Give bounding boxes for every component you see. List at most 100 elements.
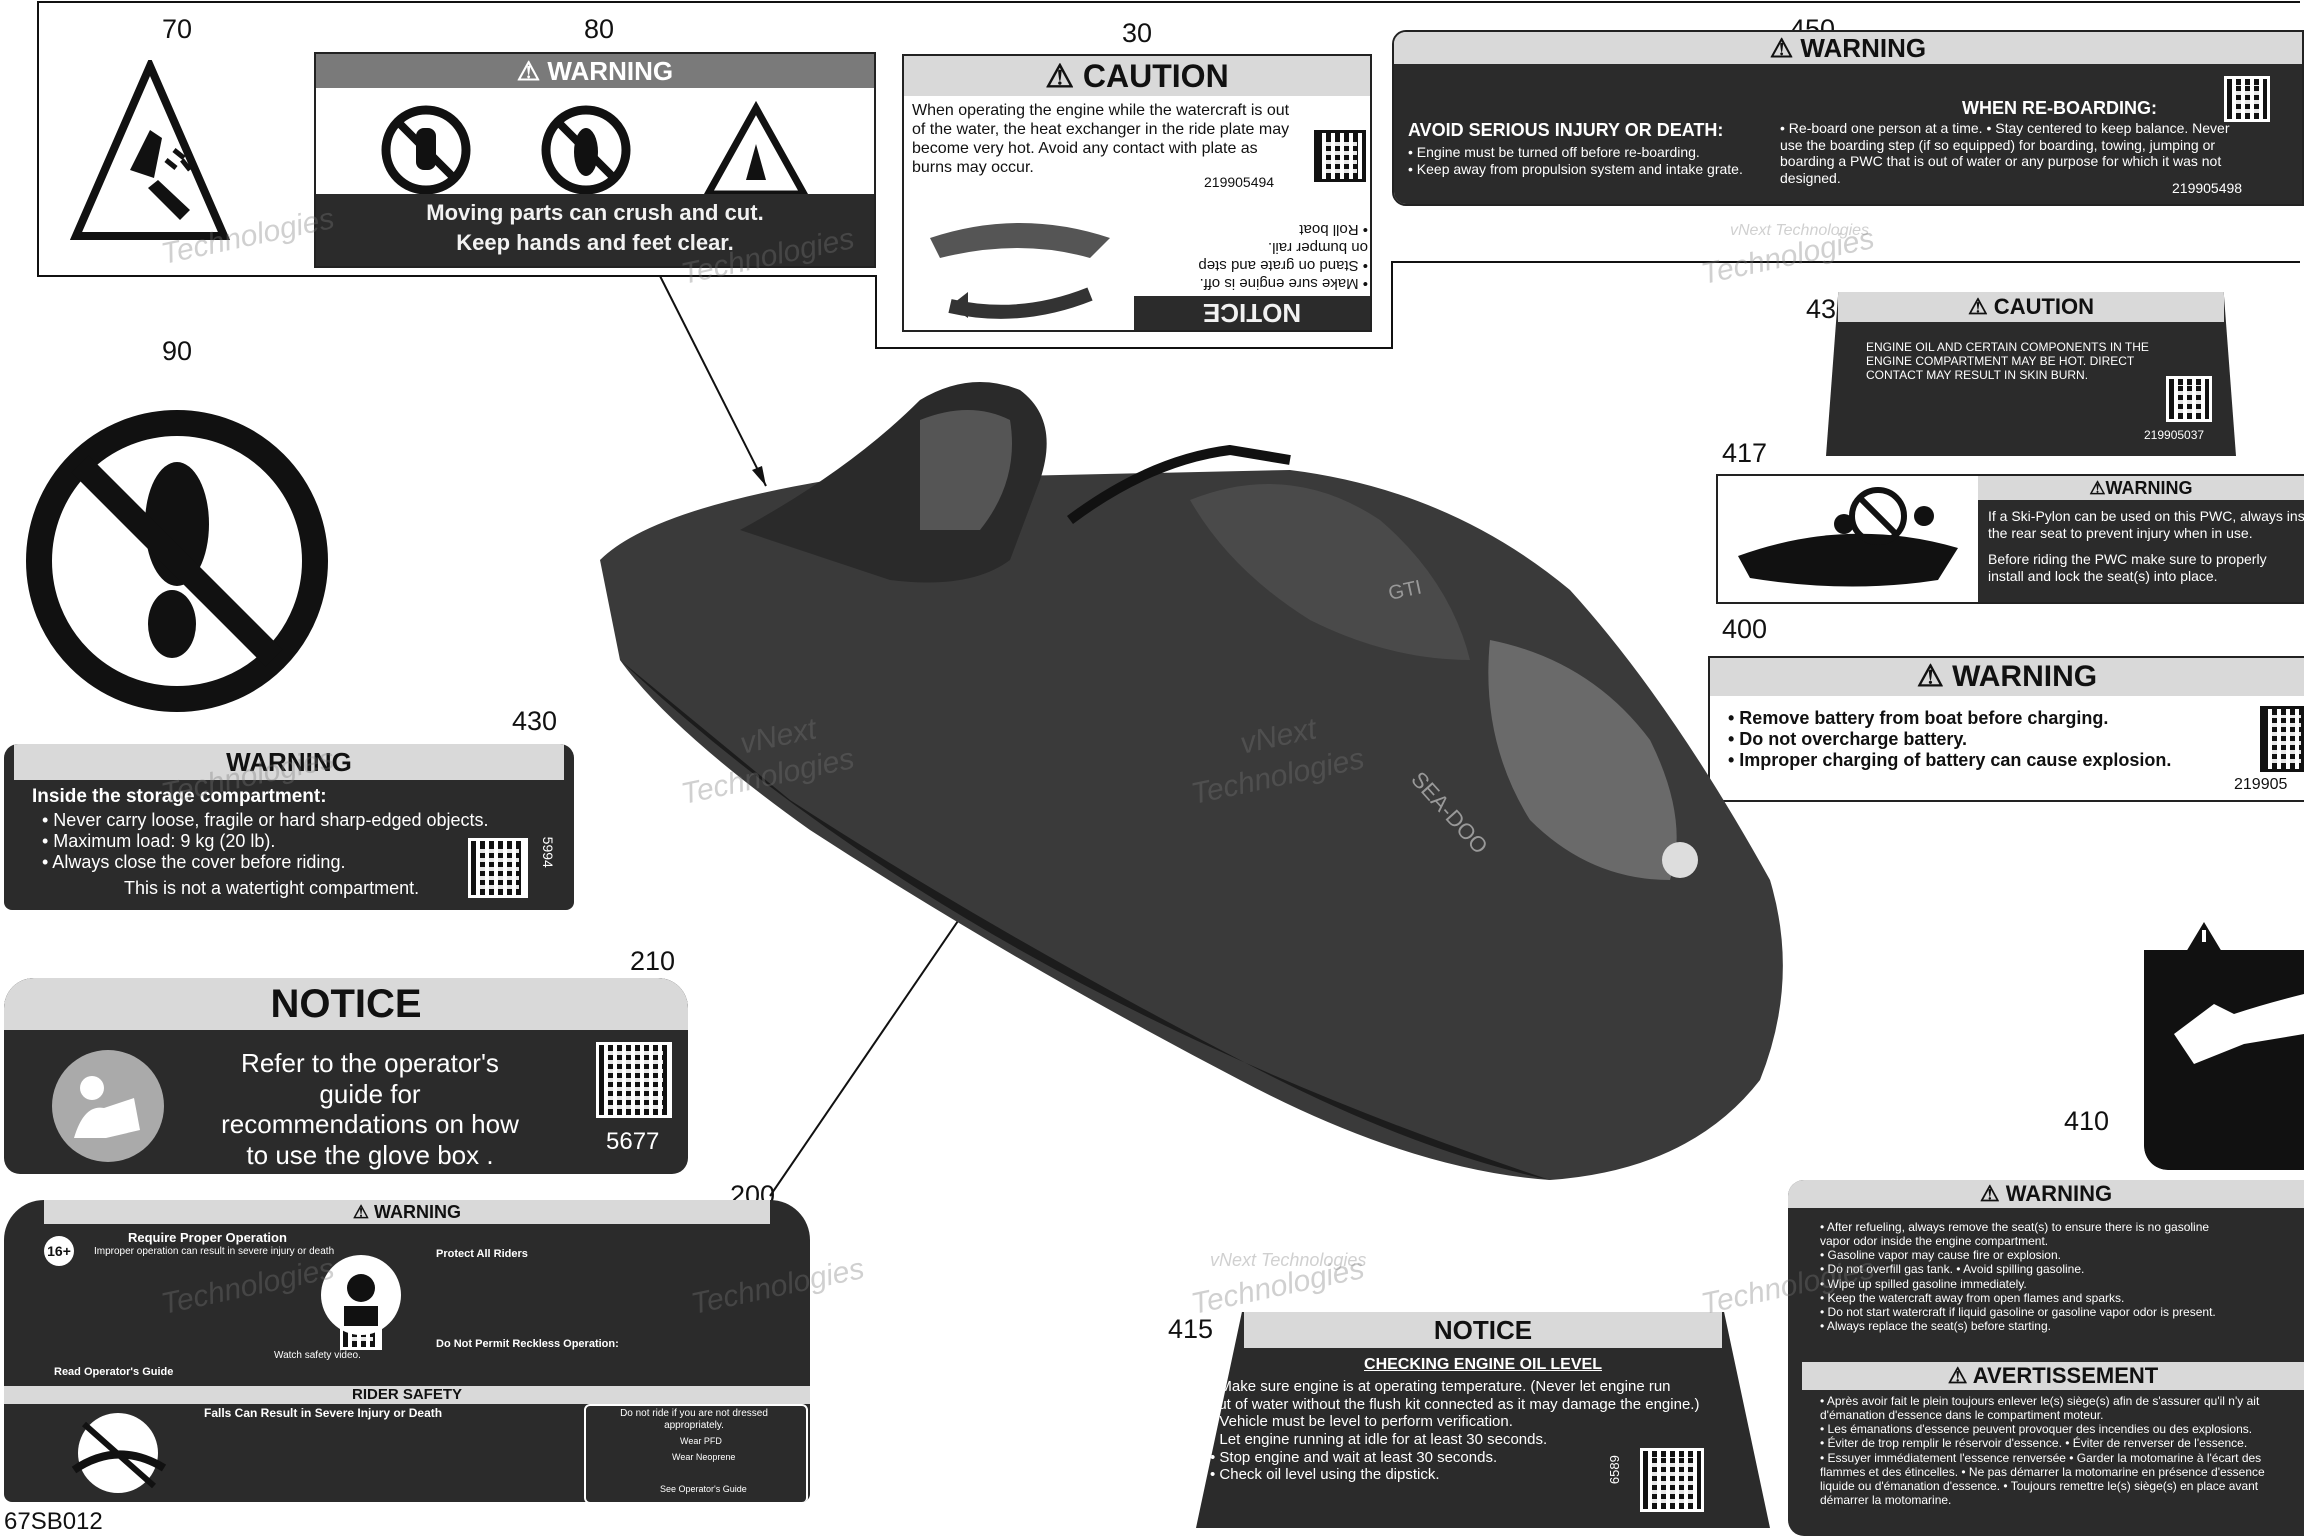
label-210-header: NOTICE: [4, 978, 688, 1030]
label-417-header: ⚠WARNING: [1978, 476, 2304, 500]
label-200-mid-title: Do Not Permit Reckless Operation:: [436, 1338, 619, 1350]
label-200-guide: Read Operator's Guide: [54, 1366, 174, 1378]
label-415-line-5: • Check oil level using the dipstick.: [1210, 1466, 1440, 1484]
label-415-part-number: 6589: [1606, 1455, 1622, 1485]
label-415-line-2: • Vehicle must be level to perform verif…: [1210, 1413, 1513, 1431]
label-410-fr-line-2: • Les émanations d'essence peuvent provo…: [1820, 1422, 2253, 1437]
label-400-qr-code: [2260, 706, 2304, 772]
label-417-ski-pylon-warning: ⚠WARNING If a Ski-Pylon can be used on t…: [1716, 474, 2304, 604]
label-410-refueling-warning: ⚠ WARNING • After refueling, always remo…: [1788, 1180, 2304, 1536]
label-450-left-line-0: • Engine must be turned off before re-bo…: [1408, 144, 1700, 160]
label-30-notice-line-1: • Stand on grate and step: [1198, 257, 1368, 274]
label-400-header: ⚠ WARNING: [1710, 658, 2304, 696]
label-430-line-2: • Always close the cover before riding.: [42, 852, 346, 873]
label-30-part-number: 219905494: [1204, 174, 1275, 190]
label-200-age-badge: 16+: [44, 1236, 74, 1266]
label-430-header: WARNING: [14, 744, 564, 780]
label-80-moving-parts-warning: ⚠ WARNING Moving parts can crush and cut…: [314, 52, 876, 268]
roll-boat-illustration: [930, 223, 1110, 319]
label-200-rider-safety-warning: ⚠ WARNING 16+ Require Proper Operation I…: [4, 1200, 810, 1502]
label-410-en-line-6: • Do not start watercraft if liquid gaso…: [1820, 1304, 2216, 1319]
label-410-en-line-0: • After refueling, always remove the sea…: [1820, 1220, 2210, 1234]
label-410-en-line-4: • Wipe up spilled gasoline immediately.: [1820, 1276, 2027, 1291]
label-30-body: When operating the engine while the wate…: [912, 102, 1290, 176]
label-30-notice-line-0: • Make sure engine is off.: [1199, 275, 1368, 292]
label-210-qr-code: [596, 1042, 672, 1118]
label-450-part-number: 219905498: [2172, 180, 2243, 196]
label-30-notice-line-2: on bumper rail.: [1267, 239, 1368, 256]
label-410-fr-line-7: démarrer la motomarine.: [1820, 1493, 1952, 1508]
label-435-qr-code: [2166, 376, 2212, 422]
label-410-en-line-1: vapor odor inside the engine compartment…: [1820, 1234, 2049, 1249]
label-450-header: ⚠ WARNING: [1394, 32, 2302, 64]
label-400-line-1: • Do not overcharge battery.: [1728, 729, 1968, 750]
warning-triangle-icon: [2186, 922, 2222, 952]
label-410-fr-line-4: • Essuyer immédiatement l'essence renver…: [1820, 1450, 2262, 1465]
label-210-glove-box-notice: NOTICE Refer to the operator's guide for…: [4, 978, 688, 1174]
label-200-band: RIDER SAFETY: [4, 1386, 810, 1404]
label-410-fr-line-5: flammes et des étincelles. • Ne pas déma…: [1820, 1464, 2265, 1479]
label-200-header: ⚠ WARNING: [44, 1200, 770, 1224]
label-400-line-2: • Improper charging of battery can cause…: [1728, 750, 2172, 771]
label-450-right-body: • Re-board one person at a time. • Stay …: [1780, 120, 2230, 186]
label-200-see-guide: See Operator's Guide: [660, 1484, 747, 1494]
fuel-nozzle-icon: [2174, 994, 2304, 1064]
label-210-part-number: 5677: [606, 1128, 660, 1155]
label-410-en-line-7: • Always replace the seat(s) before star…: [1820, 1319, 2051, 1334]
label-200-video: Watch safety video.: [274, 1350, 361, 1361]
label-450-left-line-1: • Keep away from propulsion system and i…: [1408, 160, 1743, 177]
label-210-body: Refer to the operator's guide for recomm…: [221, 1048, 519, 1171]
label-200-pfd: Wear PFD: [680, 1436, 722, 1446]
label-200-dress: Do not ride if you are not dressed appro…: [620, 1408, 768, 1431]
callout-430: 430: [512, 706, 558, 736]
label-400-part-number: 219905: [2234, 776, 2288, 793]
no-step-icon: [26, 410, 328, 712]
label-430-storage-warning: WARNING Inside the storage compartment: …: [4, 744, 574, 910]
callout-210: 210: [630, 946, 676, 976]
label-400-line-0: • Remove battery from boat before chargi…: [1728, 708, 2109, 728]
figure-id: 67SB012: [4, 1508, 103, 1535]
label-410-fr-line-6: liquide ou d'émanation d'essence. • Touj…: [1820, 1478, 2259, 1493]
label-400-battery-warning: ⚠ WARNING • Remove battery from boat bef…: [1708, 656, 2304, 802]
label-410-en-line-3: • Do not overfill gas tank. • Avoid spil…: [1820, 1262, 2085, 1277]
label-435-part-number: 219905037: [2144, 428, 2205, 442]
label-435-body: ENGINE OIL AND CERTAIN COMPONENTS IN THE…: [1866, 340, 2149, 383]
label-450-left-title: AVOID SERIOUS INJURY OR DEATH:: [1408, 120, 1724, 140]
label-30-notice-line-3: • Roll boat: [1299, 221, 1368, 238]
label-410-fuel-icon-panel: [2144, 914, 2304, 1170]
prohibition-icons: [381, 100, 810, 198]
label-415-line-1: out of water without the flush kit conne…: [1210, 1395, 1700, 1413]
label-415-subtitle: CHECKING ENGINE OIL LEVEL: [1364, 1356, 1602, 1373]
label-410-header-fr: ⚠ AVERTISSEMENT: [1802, 1362, 2304, 1390]
label-410-en-line-5: • Keep the watercraft away from open fla…: [1820, 1290, 2125, 1305]
label-200-left-sub: Improper operation can result in severe …: [94, 1246, 335, 1257]
label-415-header: NOTICE: [1244, 1312, 1722, 1348]
watercraft-illustration: SEA-DOO GTI: [600, 382, 1783, 1180]
label-200-falls: Falls Can Result in Severe Injury or Dea…: [204, 1406, 443, 1420]
label-80-header: ⚠ WARNING: [316, 54, 874, 88]
rider-face-icon: [321, 1255, 401, 1335]
callout-410: 410: [2064, 1106, 2110, 1136]
label-417-line1: If a Ski-Pylon can be used on this PWC, …: [1988, 508, 2304, 524]
callout-90: 90: [162, 336, 193, 366]
label-80-line2: Keep hands and feet clear.: [456, 230, 734, 255]
label-430-qr-code: [468, 838, 528, 898]
label-410-fr-line-1: d'émanation d'essence dans le compartime…: [1820, 1408, 2104, 1423]
callout-70: 70: [162, 14, 193, 44]
label-430-footer: This is not a watertight compartment.: [124, 878, 420, 898]
label-415-line-3: • Let engine running at idle for at leas…: [1210, 1431, 1548, 1449]
callout-400: 400: [1722, 614, 1768, 644]
label-435-header: ⚠ CAUTION: [1838, 292, 2224, 322]
pwc-rider-icon: [1738, 487, 1958, 587]
callout-80: 80: [584, 14, 615, 44]
operators-guide-icon: [52, 1050, 164, 1162]
label-200-neoprene: Wear Neoprene: [672, 1452, 736, 1462]
label-200-right-title: Protect All Riders: [436, 1248, 528, 1260]
label-410-fr-line-0: • Après avoir fait le plein toujours enl…: [1820, 1394, 2260, 1408]
falling-rider-icon: [71, 1413, 167, 1493]
label-415-line-0: • Make sure engine is at operating tempe…: [1210, 1378, 1671, 1395]
label-415-engine-oil-notice: NOTICE CHECKING ENGINE OIL LEVEL • Make …: [1196, 1312, 1770, 1528]
label-30-notice-header: NOTICE: [1134, 296, 1370, 330]
crush-hazard-triangle-icon: [70, 60, 230, 240]
label-417-line4: install and lock the seat(s) into place.: [1988, 567, 2218, 584]
